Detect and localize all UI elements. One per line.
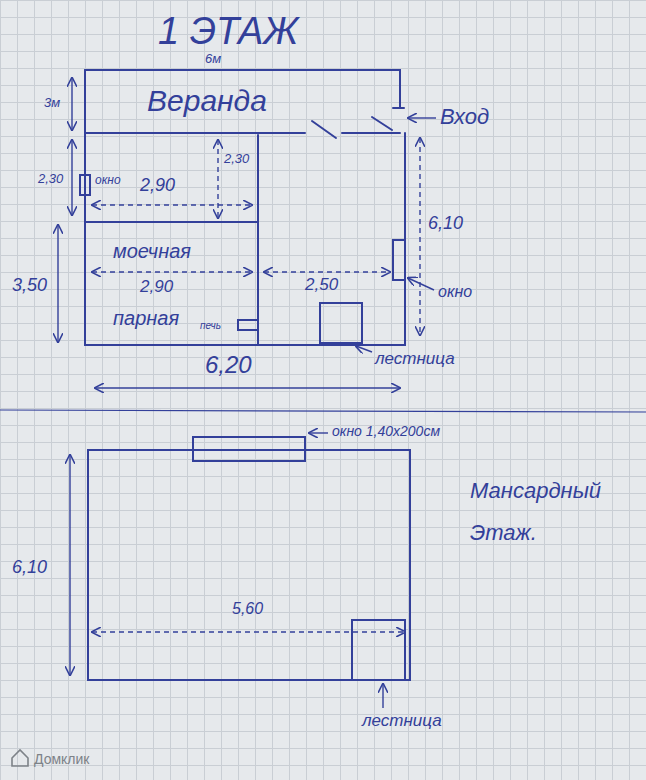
dimension: 6,10 <box>12 558 47 578</box>
dimension: 2,30 <box>38 172 63 186</box>
stove-label: печь <box>200 320 221 331</box>
stairs-label: лестница <box>375 350 455 369</box>
separator-line <box>0 410 646 412</box>
dimension: 2,90 <box>140 176 175 196</box>
attic-walls <box>88 437 410 680</box>
window-label: окно <box>95 174 121 187</box>
dimension-lines <box>58 78 436 388</box>
dimension: 6м <box>205 52 221 66</box>
dimension: 2,90 <box>140 278 173 297</box>
watermark: Домклик <box>34 752 89 767</box>
dimension: 6,20 <box>205 352 252 378</box>
room-name: Веранда <box>147 84 267 117</box>
entrance-label: Вход <box>440 105 489 129</box>
dimension: 5,60 <box>232 600 263 618</box>
watermark-icon <box>12 750 28 766</box>
dimension: 3м <box>44 96 60 110</box>
walls <box>85 70 405 345</box>
dimension: 2,30 <box>224 152 249 166</box>
room-name: парная <box>113 307 179 329</box>
dimension: 3,50 <box>12 276 47 296</box>
veranda-room: Веранда <box>85 70 405 133</box>
dimension: 2,50 <box>305 276 338 295</box>
floor-heading: Мансардный Этаж. <box>470 470 630 554</box>
dimension: 6,10 <box>428 214 463 234</box>
stairs-label: лестница <box>362 712 442 731</box>
plan-title: 1 ЭТАЖ <box>158 12 298 50</box>
room-name: моечная <box>113 240 191 262</box>
fixtures <box>80 175 405 343</box>
attic-dimension-lines <box>70 433 405 708</box>
window-label: окно <box>438 283 472 301</box>
window-label: окно 1,40х200см <box>332 424 440 439</box>
